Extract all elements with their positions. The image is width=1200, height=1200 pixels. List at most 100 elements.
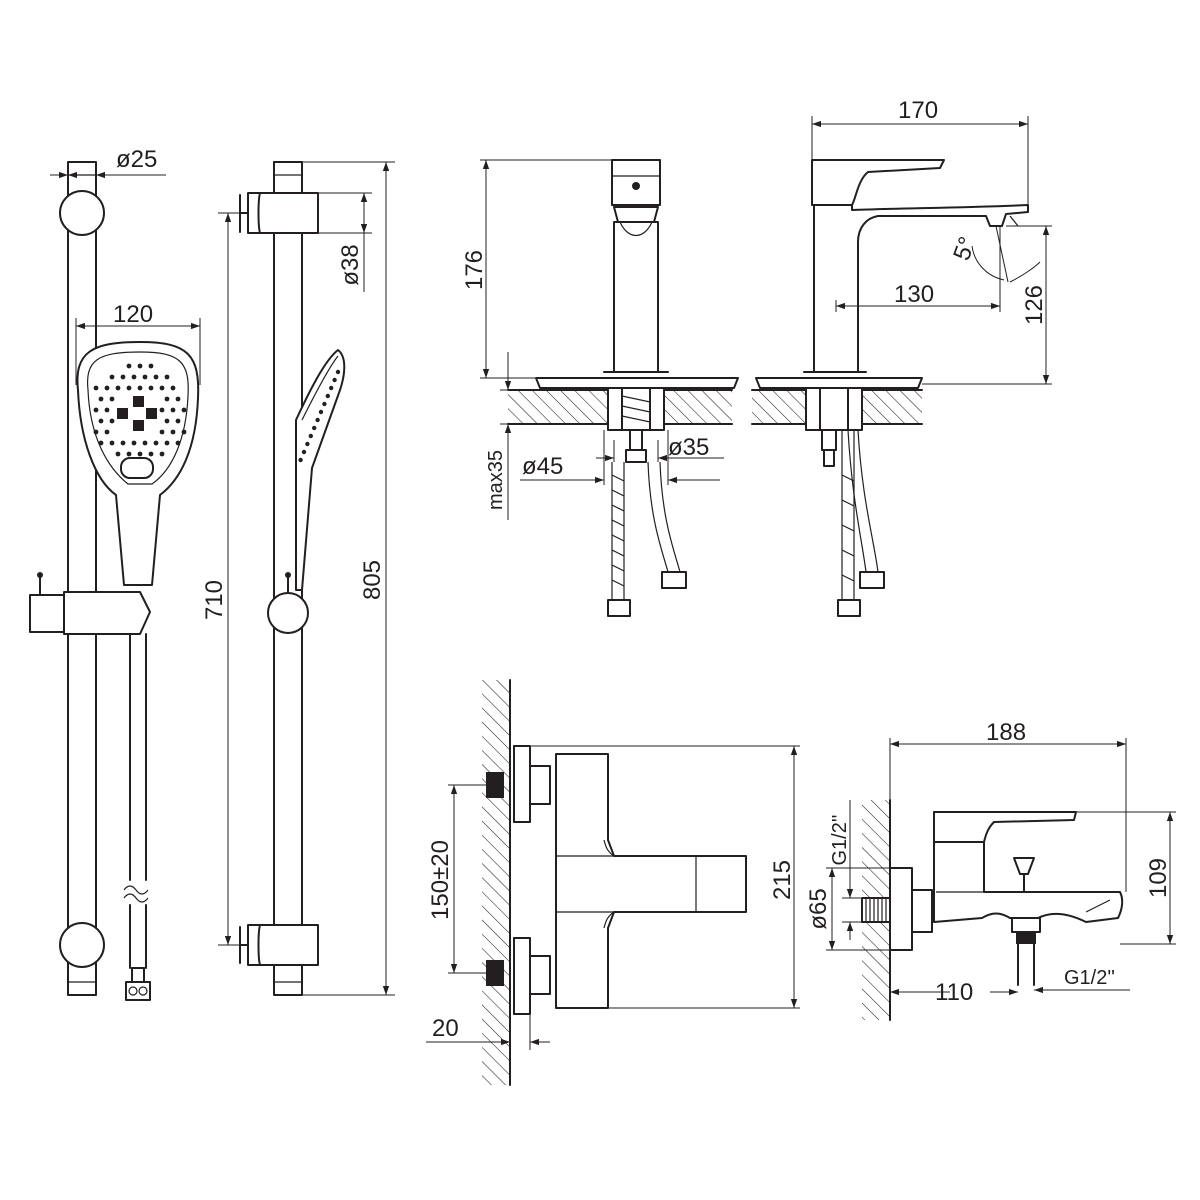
nozzle-dot-side bbox=[305, 441, 310, 447]
nozzle-dot-side bbox=[322, 401, 327, 407]
dim-side-height: 109 bbox=[1076, 811, 1176, 945]
label-spout-reach: 130 bbox=[894, 281, 934, 308]
nozzle-dot bbox=[153, 374, 159, 380]
nozzle-dot bbox=[109, 440, 115, 446]
nozzle-dot bbox=[153, 440, 159, 446]
nozzle-dot bbox=[109, 374, 115, 380]
dim-spout-angle: 5° bbox=[948, 225, 1041, 283]
nozzle-dot bbox=[98, 440, 104, 446]
dim-front-height: 215 bbox=[530, 745, 800, 1009]
label-mixer-width: 170 bbox=[898, 97, 938, 124]
nozzle-dot bbox=[131, 374, 137, 380]
wall-hatch-front bbox=[482, 680, 510, 1085]
supply-hose-side-2 bbox=[847, 429, 879, 573]
bath-mixer-side-view bbox=[861, 799, 1124, 1021]
nozzle-dot bbox=[175, 440, 181, 446]
nozzle-dot bbox=[159, 451, 165, 457]
dim-base-diameter: ø45 bbox=[520, 430, 720, 485]
nozzle-dot-side bbox=[335, 369, 341, 375]
bath-mixer-body-side bbox=[933, 841, 1124, 923]
nozzle-dot bbox=[104, 385, 110, 391]
nozzle-dot bbox=[104, 407, 110, 413]
nozzle-dot bbox=[131, 440, 137, 446]
label-mixer-height: 176 bbox=[461, 250, 488, 290]
nozzle-dot bbox=[115, 451, 121, 457]
mixer-handle-side bbox=[811, 159, 945, 206]
dim-bracket-spacing: 710 bbox=[201, 212, 248, 946]
deck-plate-side bbox=[755, 377, 923, 389]
supply-hose-side-1 bbox=[841, 430, 855, 600]
label-side-width: 188 bbox=[986, 719, 1026, 746]
inlet-eccentric-top bbox=[486, 772, 504, 798]
label-inlet-spacing: 150±20 bbox=[427, 840, 454, 920]
dim-total-height: 805 bbox=[302, 161, 395, 996]
nozzle-dot bbox=[159, 429, 165, 435]
nozzle-dot-side bbox=[308, 433, 313, 439]
nozzle-dot bbox=[115, 385, 121, 391]
dim-spout-height: 126 bbox=[922, 225, 1052, 385]
dim-wall-offset: 20 bbox=[426, 1014, 550, 1050]
label-head-width: 120 bbox=[113, 301, 153, 328]
spray-mode-button bbox=[120, 457, 154, 479]
dim-mixer-height: 176 bbox=[461, 159, 612, 379]
nozzle-dot bbox=[120, 440, 126, 446]
nozzle-dot bbox=[120, 374, 126, 380]
label-bar-diameter: ø25 bbox=[116, 146, 157, 173]
nozzle-dot-side bbox=[332, 377, 337, 383]
nozzle-dot bbox=[137, 385, 143, 391]
supply-hose-front-2 bbox=[647, 461, 681, 573]
nozzle-dot-side bbox=[312, 425, 317, 431]
deck-plate-front bbox=[535, 377, 739, 389]
mounting-stud-side bbox=[805, 387, 863, 431]
dim-side-width: 188 bbox=[889, 719, 1127, 892]
spray-nozzles bbox=[93, 363, 187, 457]
nozzle-dot bbox=[159, 385, 165, 391]
label-bracket-diameter: ø38 bbox=[337, 244, 364, 285]
nozzle-dot-side bbox=[315, 417, 320, 423]
label-hole-diameter: ø35 bbox=[668, 434, 709, 461]
nozzle-dot bbox=[104, 429, 110, 435]
nozzle-dot bbox=[93, 429, 99, 435]
nozzle-dot bbox=[142, 374, 148, 380]
nozzle-dot bbox=[126, 385, 132, 391]
shower-set-side-view bbox=[239, 161, 346, 996]
inlet-thread bbox=[861, 897, 891, 923]
slide-bar bbox=[67, 161, 97, 996]
dim-thread-outlet: G1/2'' bbox=[1034, 967, 1130, 994]
nozzle-dot bbox=[175, 418, 181, 424]
label-base-diameter: ø45 bbox=[522, 453, 563, 480]
dim-max-deck: max35 bbox=[485, 352, 512, 520]
nozzle-dot-side bbox=[325, 393, 330, 399]
dim-hole-diameter: ø35 bbox=[596, 434, 724, 462]
nozzle-dot bbox=[164, 440, 170, 446]
nozzle-dot bbox=[137, 363, 143, 369]
nozzle-dot bbox=[170, 429, 176, 435]
bottom-wall-bracket bbox=[247, 924, 319, 966]
diverter-knob bbox=[1013, 857, 1035, 875]
nozzle-dot bbox=[181, 407, 187, 413]
nozzle-dot bbox=[159, 407, 165, 413]
bath-mixer-handle-side bbox=[933, 811, 1077, 843]
nozzle-dot bbox=[175, 396, 181, 402]
nozzle-dot bbox=[109, 396, 115, 402]
dim-side-reach: 110 bbox=[890, 979, 1018, 1006]
label-thread-top: G1/2'' bbox=[829, 815, 851, 866]
nozzle-dot bbox=[93, 385, 99, 391]
wall-flange bbox=[889, 867, 913, 951]
label-bracket-spacing: 710 bbox=[201, 580, 228, 620]
nozzle-dot bbox=[164, 418, 170, 424]
bath-mixer-body-front bbox=[555, 753, 747, 1009]
label-wall-offset: 20 bbox=[432, 1015, 459, 1042]
nozzle-dot bbox=[126, 451, 132, 457]
dim-spout-reach: 130 bbox=[835, 226, 1001, 312]
mixer-body-side bbox=[813, 204, 1029, 373]
spout-outlet bbox=[1011, 917, 1041, 933]
nozzle-dot bbox=[148, 363, 154, 369]
dim-bar-diameter: ø25 bbox=[50, 146, 166, 175]
slider-holder-side bbox=[267, 592, 309, 634]
hand-shower-side bbox=[295, 349, 346, 591]
nozzle-dot bbox=[148, 451, 154, 457]
label-side-reach: 110 bbox=[935, 979, 973, 1006]
nozzle-dot bbox=[170, 385, 176, 391]
